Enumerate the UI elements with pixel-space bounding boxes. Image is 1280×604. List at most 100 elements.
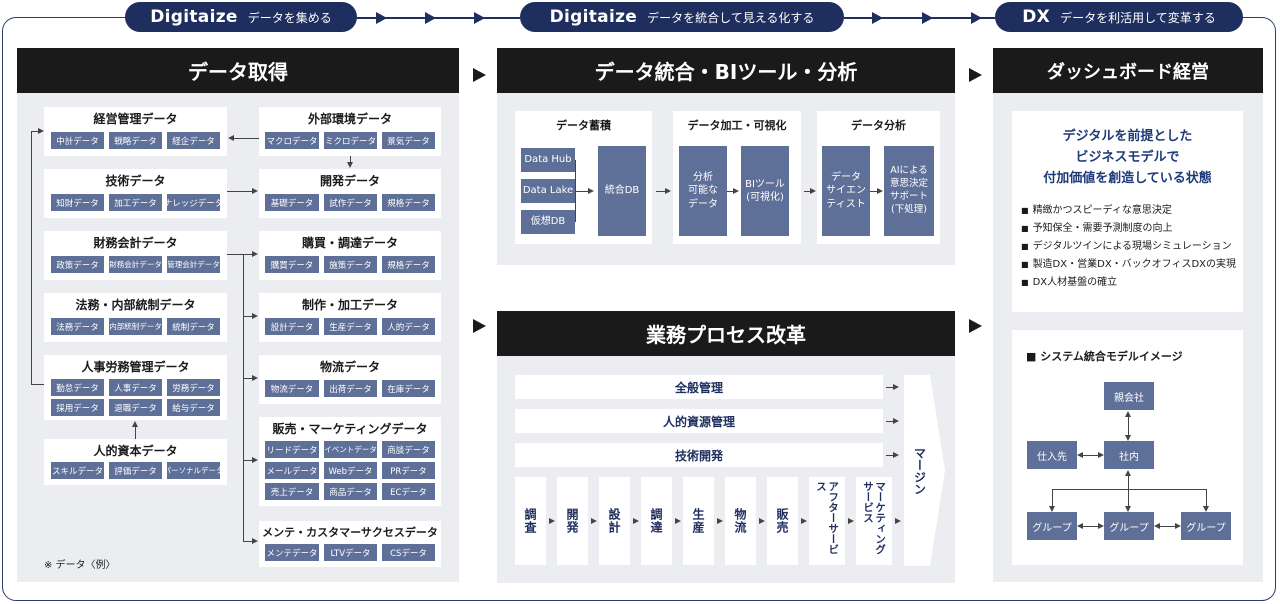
- margin-chevron-shape: [904, 375, 945, 566]
- connector-line: [233, 138, 259, 139]
- model-title: ■ システム統合モデルイメージ: [1026, 350, 1183, 363]
- data-chip: 商談データ: [382, 441, 435, 458]
- arrow-right-icon: [252, 375, 258, 381]
- stage-dx-subtitle: データを利活用して変革する: [1060, 10, 1216, 25]
- primary-activity-column: 生産: [683, 477, 714, 565]
- data-chip: 売上データ: [265, 483, 319, 500]
- primary-activity-column: 調達: [641, 477, 672, 565]
- data-chip: 景気データ: [382, 132, 435, 149]
- node-parent-company: 親会社: [1104, 382, 1154, 410]
- arrow-right-icon: [252, 538, 258, 544]
- primary-activity-column: アフターサービス: [809, 477, 845, 565]
- arrow-right-icon: [971, 12, 982, 24]
- processing-section: データ加工・可視化 分析 可能な データ BIツール (可視化): [673, 111, 801, 244]
- stage-integrate-subtitle: データを統合して見える化する: [647, 10, 815, 25]
- arrow-right-icon: [633, 518, 639, 524]
- processing-block: 分析 可能な データ: [679, 146, 727, 236]
- data-chip: 加工データ: [109, 194, 162, 211]
- dashboard-title: ダッシュボード経営: [993, 48, 1263, 93]
- connector-line: [350, 156, 351, 164]
- analysis-section: データ分析 データ サイエン ティスト AIによる 意思決定 サポート (下処理…: [817, 111, 940, 244]
- group-human-capital: 人的資本データ スキルデータ 評価データ パーソナルデータ: [44, 439, 227, 485]
- arrow-right-icon: [252, 251, 258, 257]
- stage-dx-title: DX: [1022, 7, 1051, 27]
- data-scientist-block: データ サイエン ティスト: [822, 146, 870, 236]
- integration-title: データ統合・BIツール・分析: [497, 48, 955, 93]
- data-chip: 内部統制データ: [109, 318, 162, 335]
- arrow-right-icon: [893, 452, 899, 458]
- arrow-right-icon: [252, 313, 258, 319]
- node-internal: 社内: [1104, 441, 1154, 469]
- group-title: 物流データ: [319, 360, 380, 374]
- data-chip: ECデータ: [382, 483, 435, 500]
- data-chip: イベントデータ: [324, 441, 377, 458]
- node-group: グループ: [1104, 512, 1154, 540]
- data-chip: 購買データ: [265, 256, 319, 273]
- node-group: グループ: [1027, 512, 1077, 540]
- arrow-right-icon: [473, 319, 486, 333]
- connector-line: [1052, 489, 1206, 490]
- connector-line: [243, 378, 253, 379]
- arrow-right-icon: [893, 384, 899, 390]
- connector-line: [31, 131, 32, 384]
- group-logistics: 物流データ 物流データ 出荷データ 在庫データ: [259, 355, 441, 404]
- node-group: グループ: [1181, 512, 1231, 540]
- data-chip: パーソナルデータ: [167, 462, 220, 479]
- connector-line: [31, 131, 39, 132]
- stage-integrate: Digitaize データを統合して見える化する: [520, 2, 844, 32]
- data-chip: 試作データ: [324, 194, 377, 211]
- data-chip: 商品データ: [324, 483, 377, 500]
- primary-activity-column: 設計: [599, 477, 630, 565]
- group-title: 購買・調達データ: [301, 236, 398, 250]
- connector-line: [1082, 526, 1099, 527]
- group-procurement: 購買・調達データ 購買データ 施策データ 規格データ: [259, 231, 441, 280]
- group-hr: 人事労務管理データ 勤怠データ 人事データ 労務データ 採用データ 退職データ …: [44, 355, 227, 420]
- connector-line: [656, 191, 666, 192]
- stage-collect-title: Digitaize: [150, 7, 238, 27]
- arrow-right-icon: [717, 518, 723, 524]
- data-chip: スキルデータ: [51, 462, 104, 479]
- data-chip: ミクロデータ: [324, 132, 377, 149]
- connector-line: [227, 254, 253, 255]
- bullet-item: DX人材基盤の確立: [1021, 274, 1236, 292]
- group-title: 人的資本データ: [93, 444, 178, 458]
- support-bar-general: 全般管理: [515, 375, 883, 399]
- group-production: 制作・加工データ 設計データ 生産データ 人的データ: [259, 293, 441, 342]
- state-line: ビジネスモデルで: [1075, 150, 1180, 165]
- connector-line: [1159, 526, 1176, 527]
- data-chip: PRデータ: [382, 462, 435, 479]
- arrow-right-icon: [38, 128, 44, 134]
- group-title: 経営管理データ: [93, 112, 178, 126]
- section-title: データ蓄積: [556, 119, 611, 132]
- connector-line: [575, 191, 588, 192]
- arrow-right-icon: [872, 12, 883, 24]
- arrow-right-icon: [893, 418, 899, 424]
- target-state-box: デジタルを前提とした ビジネスモデルで 付加価値を創造している状態 精緻かつスピ…: [1012, 111, 1243, 312]
- integrated-db-block: 統合DB: [598, 146, 646, 236]
- arrow-up-icon: [1125, 411, 1131, 417]
- arrow-down-icon: [347, 162, 353, 168]
- data-chip: 評価データ: [109, 462, 162, 479]
- support-bar-hr: 人的資源管理: [515, 409, 883, 433]
- primary-activity-column: 開発: [557, 477, 588, 565]
- stage-integrate-title: Digitaize: [549, 7, 638, 27]
- group-title: 販売・マーケティングデータ: [272, 422, 428, 436]
- support-bar-tech: 技術開発: [515, 443, 883, 467]
- data-chip: メンテデータ: [265, 544, 319, 561]
- state-line: 付加価値を創造している状態: [1043, 171, 1212, 186]
- data-chip: 給与データ: [167, 399, 220, 416]
- data-chip: 法務データ: [51, 318, 104, 335]
- data-chip: 経企データ: [167, 132, 220, 149]
- arrow-right-icon: [1175, 523, 1181, 529]
- arrow-left-icon: [1077, 523, 1083, 529]
- group-legal: 法務・内部統制データ 法務データ 内部統制データ 統制データ: [44, 293, 227, 342]
- group-development: 開発データ 基礎データ 試作データ 規格データ: [259, 169, 441, 218]
- arrow-right-icon: [252, 188, 258, 194]
- group-title: 開発データ: [319, 174, 380, 188]
- data-chip: 財務会計データ: [109, 256, 162, 273]
- data-chip: 人的データ: [382, 318, 435, 335]
- section-title: データ加工・可視化: [687, 119, 787, 132]
- stage-collect-subtitle: データを集める: [247, 10, 332, 25]
- source-block: Data Lake: [521, 179, 575, 203]
- stage-dx: DX データを利活用して変革する: [995, 2, 1243, 32]
